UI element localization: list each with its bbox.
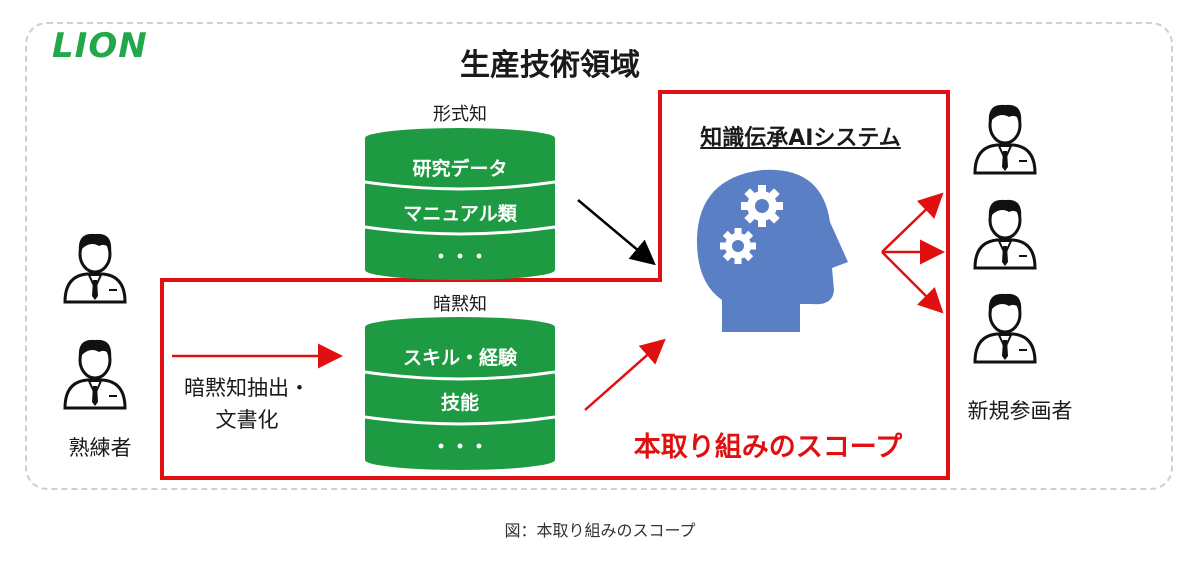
explicit-layer-more: ・・・ <box>431 246 489 268</box>
diagram-title: 生産技術領域 <box>460 48 640 83</box>
scope-label: 本取り組みのスコープ <box>633 432 903 463</box>
tacit-knowledge-label: 暗黙知 <box>433 294 487 315</box>
explicit-layer-research-data: 研究データ <box>412 158 508 180</box>
scope-outline <box>160 90 950 480</box>
extraction-label: 暗黙知抽出・ 文書化 <box>172 372 322 436</box>
head-with-gears-icon <box>696 169 848 332</box>
expert-person-icon-2 <box>63 338 127 410</box>
explicit-knowledge-db <box>364 128 556 280</box>
lion-logo: LION <box>52 26 148 66</box>
ai-system-title: 知識伝承AIシステム <box>700 126 901 151</box>
explicit-to-ai-arrow <box>577 199 656 266</box>
expert-person-icon-1 <box>63 232 127 304</box>
newcomer-label: 新規参画者 <box>967 399 1073 423</box>
domain-frame <box>25 22 1173 490</box>
newcomer-person-icon-2 <box>973 198 1037 270</box>
newcomer-person-icon-3 <box>973 292 1037 364</box>
tacit-layer-techniques: 技能 <box>440 392 479 414</box>
newcomer-person-icon-1 <box>973 103 1037 175</box>
expert-label: 熟練者 <box>68 436 132 460</box>
tacit-layer-skills: スキル・経験 <box>402 347 517 369</box>
ai-to-newcomer-arrow-1 <box>881 192 944 253</box>
tacit-layer-more: ・・・ <box>431 436 489 458</box>
tacit-to-ai-arrow <box>584 338 666 411</box>
explicit-knowledge-label: 形式知 <box>433 104 487 125</box>
extraction-label-line-2: 文書化 <box>215 408 279 432</box>
figure-caption: 図：本取り組みのスコープ <box>504 521 696 540</box>
tacit-knowledge-db <box>364 317 556 470</box>
ai-to-newcomer-arrow-3 <box>881 251 944 314</box>
explicit-layer-manuals: マニュアル類 <box>403 203 517 225</box>
extraction-label-line-1: 暗黙知抽出・ <box>184 376 310 400</box>
